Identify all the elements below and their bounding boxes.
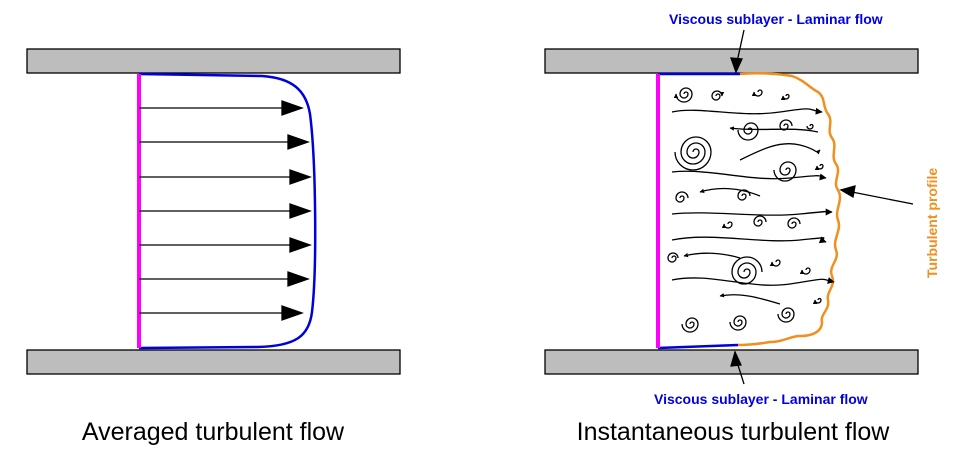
eddy-spiral-icon (737, 189, 751, 201)
arrow-left-icon (699, 187, 761, 197)
pointer-arrow-icon (730, 350, 745, 385)
eddy-spiral-icon (780, 93, 790, 101)
arrow-right-icon (139, 134, 310, 150)
averaged-velocity-profile (138, 72, 317, 350)
arrow-right-icon (139, 305, 304, 321)
eddy-spiral-icon (731, 256, 763, 285)
eddy-spiral-icon (674, 136, 712, 171)
arrow-left-icon (729, 126, 819, 133)
turbulent-profile-curve (737, 71, 842, 347)
eddy-spiral-icon (769, 259, 781, 267)
eddy-spiral-icon (729, 315, 747, 331)
arrow-right-icon (139, 237, 312, 253)
pointer-arrow-icon (730, 29, 745, 74)
arrow-right-icon (671, 208, 833, 216)
pointer-arrow-icon (839, 185, 914, 205)
eddy-spiral-icon (806, 123, 814, 130)
averaged-flow-caption: Averaged turbulent flow (82, 418, 345, 446)
arrow-right-icon (671, 277, 835, 286)
eddy-spiral-icon (721, 221, 733, 229)
averaged-flow-panel: Averaged turbulent flow (26, 48, 401, 446)
arrow-right-icon (671, 236, 827, 244)
arrow-right-icon (139, 169, 312, 185)
eddy-spiral-icon (773, 161, 797, 182)
arrow-right-icon (139, 100, 304, 116)
instantaneous-flow-panel: Viscous sublayer - Laminar flow Viscous … (544, 11, 940, 446)
arrow-right-icon (671, 107, 823, 115)
arrow-left-icon (683, 252, 741, 259)
eddy-spiral-icon (787, 217, 801, 229)
eddy-spiral-icon (753, 215, 767, 227)
instantaneous-flow-caption: Instantaneous turbulent flow (577, 418, 891, 446)
eddy-spiral-icon (737, 122, 759, 141)
velocity-arrows (139, 100, 312, 321)
eddy-spiral-icon (667, 252, 679, 263)
eddy-spiral-icon (779, 119, 793, 131)
eddy-spiral-icon (675, 191, 689, 203)
bottom-sublayer-label: Viscous sublayer - Laminar flow (654, 391, 868, 407)
eddies (667, 87, 824, 333)
eddy-spiral-icon (711, 90, 725, 101)
top-wall (26, 48, 401, 74)
eddy-spiral-icon (812, 297, 822, 305)
top-sublayer-label: Viscous sublayer - Laminar flow (669, 11, 883, 27)
eddy-spiral-icon (681, 317, 699, 333)
arrow-right-icon (139, 203, 312, 219)
streamlines (671, 107, 835, 305)
arrow-right-icon (139, 271, 310, 287)
arrow-left-icon (719, 293, 781, 305)
eddy-spiral-icon (751, 89, 763, 97)
bottom-viscous-sublayer (657, 343, 739, 350)
bottom-wall (26, 349, 401, 375)
eddy-spiral-icon (777, 307, 795, 323)
arrow-right-icon (671, 170, 827, 181)
eddy-spiral-icon (814, 163, 824, 171)
turbulent-profile-label: Turbulent profile (924, 168, 940, 278)
eddy-spiral-icon (673, 87, 693, 103)
eddy-spiral-icon (799, 267, 811, 275)
top-wall (544, 48, 919, 74)
arrow-right-icon (739, 143, 821, 161)
